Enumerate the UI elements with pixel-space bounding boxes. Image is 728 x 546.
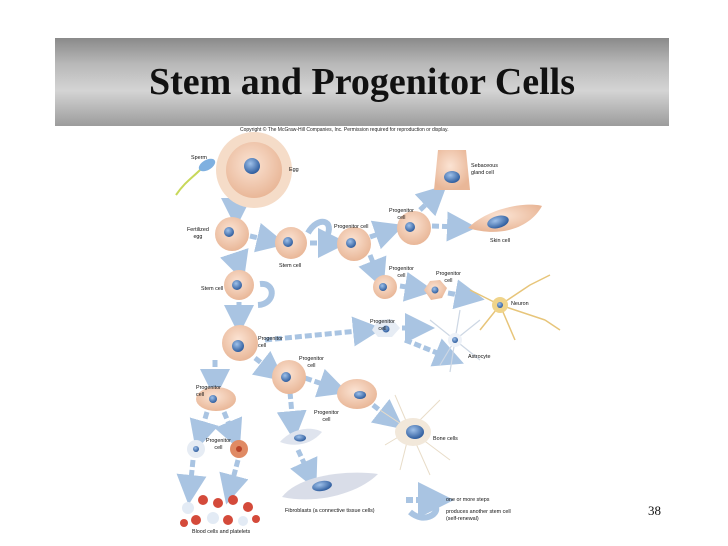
label-progenitor-left: Progenitor cell (196, 385, 221, 398)
skin-cell (468, 205, 542, 232)
astrocyte-cell (430, 310, 480, 372)
label-progenitor-cell-1: Progenitor cell (334, 224, 368, 231)
label-sperm: Sperm (191, 155, 207, 162)
neuron-cell (470, 275, 560, 340)
label-fertilized-egg: Fertilized egg (187, 227, 209, 240)
label-progenitor-center: Progenitor cell (258, 336, 283, 349)
label-stem-cell-top: Stem cell (279, 263, 301, 270)
stem-cell-left (224, 270, 254, 300)
legend-arrow-self-renewal (410, 508, 436, 518)
label-bone-cells: Bone cells (433, 436, 458, 443)
progenitor-cell-lower (337, 379, 377, 409)
fertilized-egg-cell (215, 217, 249, 251)
progenitor-cell-center (222, 325, 258, 361)
progenitor-cell-1 (337, 227, 371, 261)
label-skin-cell: Skin cell (490, 238, 510, 245)
label-progenitor-mid1: Progenitor cell (389, 266, 414, 279)
label-progenitor-bottom: Progenitor cell (206, 438, 231, 451)
egg-cell (216, 132, 292, 208)
label-astrocyte: Astrocyte (468, 354, 490, 361)
stem-cell-top (275, 227, 307, 259)
progenitor-cell-bottom-b (230, 440, 248, 458)
label-neuron: Neuron (511, 301, 529, 308)
sebaceous-gland-cell (434, 150, 470, 190)
legend-self-renewal: produces another stem cell (self-renewal… (446, 509, 511, 522)
blood-cells (180, 495, 260, 527)
fibroblast-cells (282, 473, 378, 500)
progenitor-cell-bottom-a (187, 440, 205, 458)
label-progenitor-top: Progenitor cell (389, 208, 414, 221)
label-progenitor-center2: Progenitor cell (299, 356, 324, 369)
sperm-icon (176, 156, 217, 195)
label-fibroblasts: Fibroblasts (a connective tissue cells) (285, 508, 375, 515)
label-progenitor-mid3: Progenitor cell (370, 319, 395, 332)
legend-one-or-more: one or more steps (446, 497, 489, 504)
label-sebaceous: Sebaceous gland cell (471, 163, 498, 176)
label-stem-cell-left: Stem cell (201, 286, 223, 293)
slide-number: 38 (648, 503, 661, 519)
bone-cells (380, 395, 450, 475)
label-blood-cells: Blood cells and platelets (192, 529, 250, 536)
label-progenitor-mid2: Progenitor cell (436, 271, 461, 284)
fibroblast-progenitor (280, 429, 322, 445)
label-progenitor-lower: Progenitor cell (314, 410, 339, 423)
label-egg: Egg (289, 167, 299, 174)
